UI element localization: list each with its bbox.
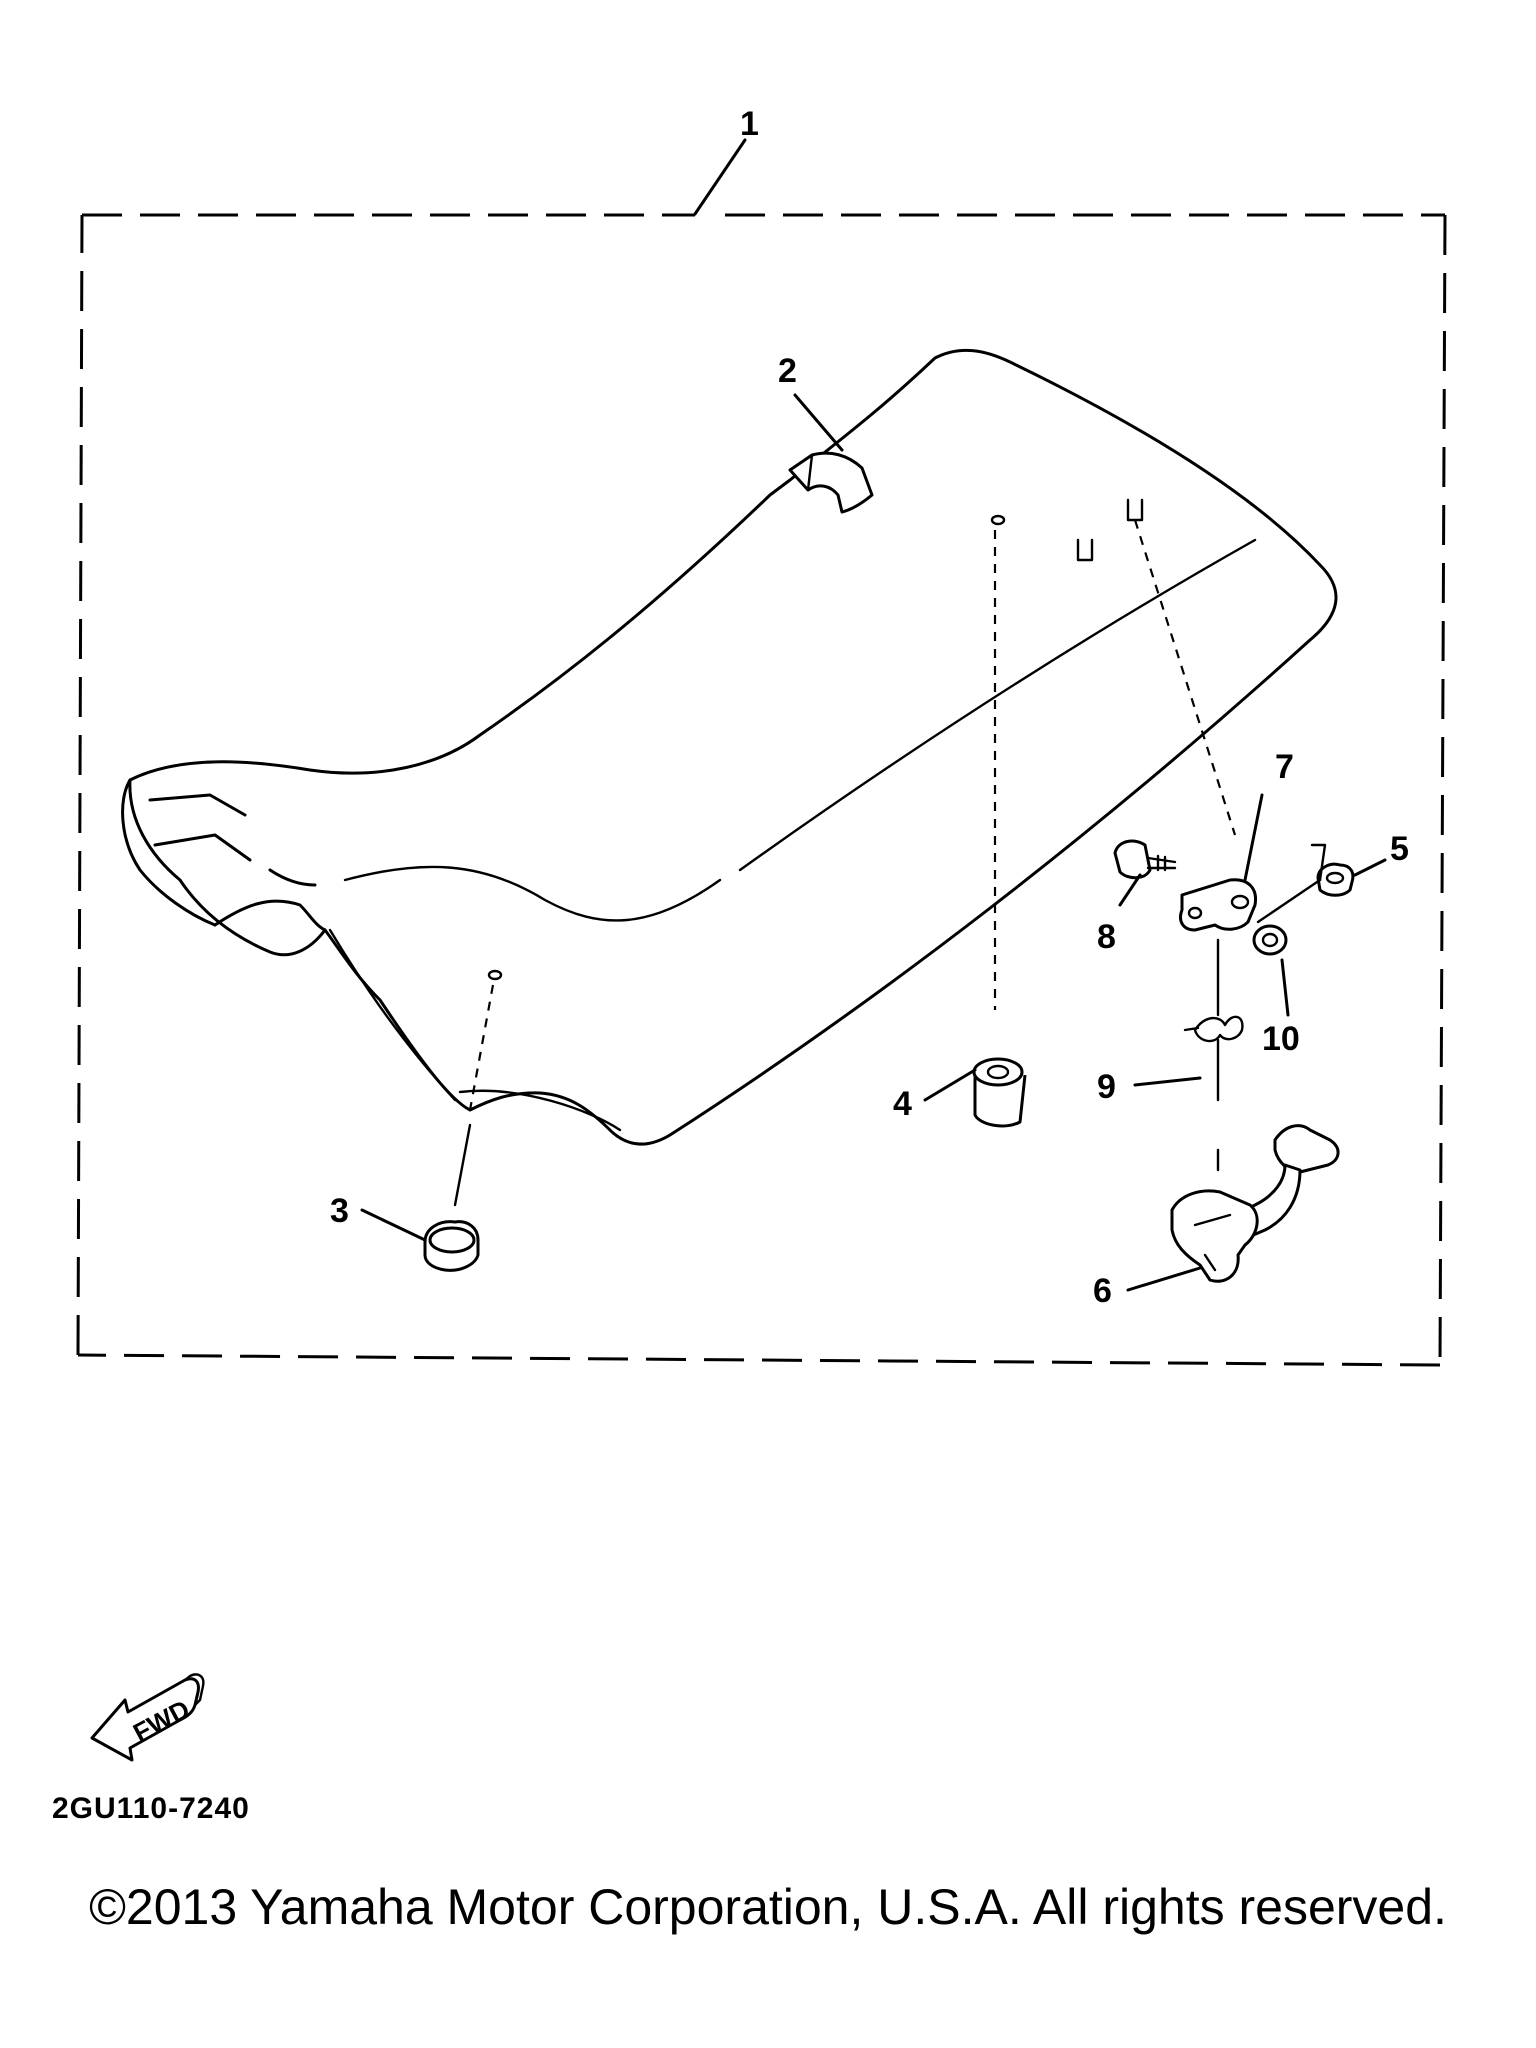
leader-line-10 — [1280, 958, 1290, 1017]
part-9-spring — [1183, 1015, 1244, 1043]
leader-line-7 — [1243, 793, 1264, 882]
callout-8: 8 — [1097, 918, 1116, 956]
callout-3: 3 — [330, 1192, 349, 1230]
part-10-washer — [1252, 924, 1288, 956]
part-4-damper — [972, 1057, 1027, 1128]
callout-1: 1 — [740, 105, 759, 143]
assembly-line-3 — [468, 984, 495, 1111]
assembly-line-3-solid — [453, 1123, 472, 1207]
assembly-line-7 — [1133, 519, 1237, 836]
part-8-bolt — [1113, 839, 1177, 880]
assembly-boundary — [76, 213, 1447, 1367]
callout-7: 7 — [1275, 748, 1294, 786]
copyright-notice: ©2013 Yamaha Motor Corporation, U.S.A. A… — [89, 1879, 1447, 1935]
seat-body — [121, 348, 1338, 1146]
leader-line-9 — [1133, 1076, 1202, 1087]
leader-line-5 — [1353, 858, 1387, 877]
callout-5: 5 — [1390, 830, 1409, 868]
callout-10: 10 — [1262, 1020, 1300, 1058]
leader-line-3 — [360, 1208, 427, 1242]
leader-line-4 — [923, 1068, 977, 1102]
callout-9: 9 — [1097, 1068, 1116, 1106]
part-2-strap-clip — [788, 451, 874, 514]
part-3-damper — [423, 1220, 480, 1272]
leader-line-6 — [1126, 1266, 1202, 1292]
diagram-code: 2GU110-7240 — [52, 1792, 250, 1825]
leader-line-2 — [793, 393, 844, 452]
part-6-lock-lever — [1170, 1124, 1340, 1283]
leader-line-1 — [693, 138, 747, 216]
part-7-bracket — [1179, 878, 1258, 932]
callout-6: 6 — [1093, 1272, 1112, 1310]
part-5-nut — [1316, 862, 1355, 897]
leader-line-8 — [1118, 873, 1142, 907]
callout-2: 2 — [778, 352, 797, 390]
fwd-arrow-icon: FWD — [90, 1673, 205, 1762]
callout-4: 4 — [893, 1085, 912, 1123]
assembly-line-5 — [1256, 878, 1322, 924]
